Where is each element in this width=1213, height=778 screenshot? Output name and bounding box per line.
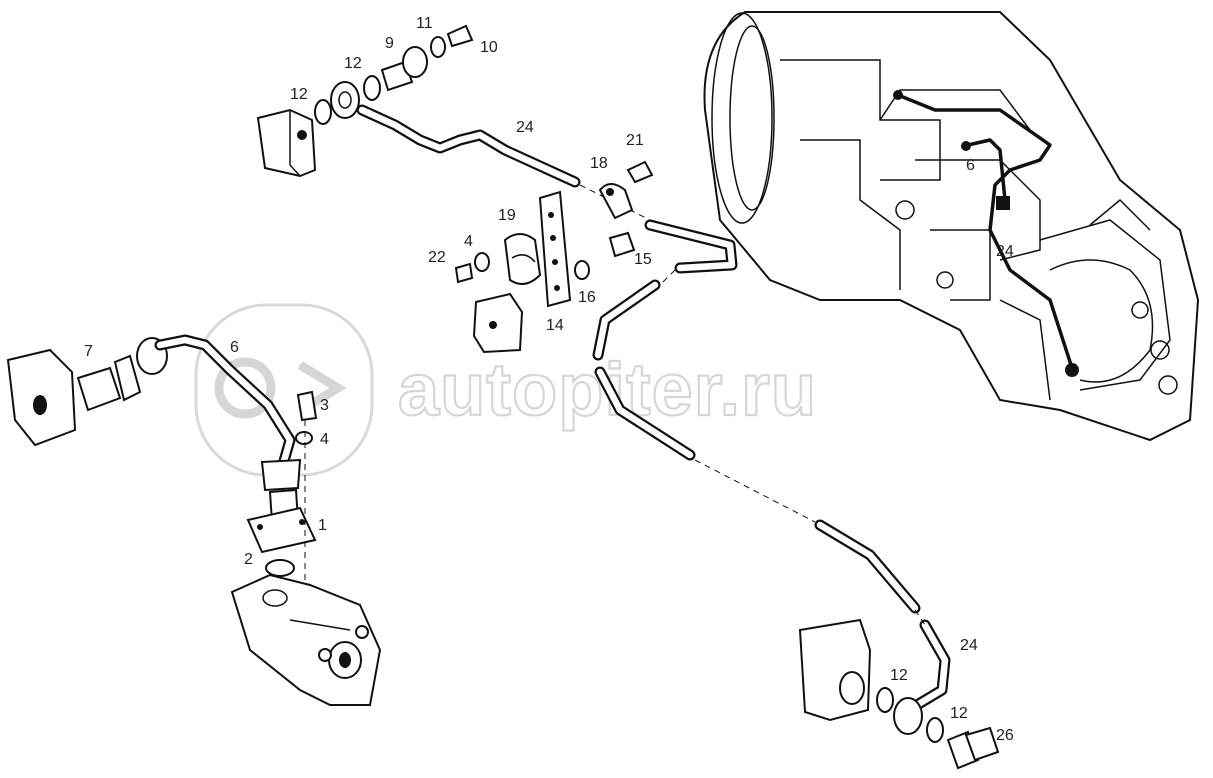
callout-12-lower-right: 12	[950, 705, 968, 722]
callout-6-right: 6	[966, 157, 975, 174]
callout-18: 18	[590, 155, 608, 172]
lower-right-mount-block	[798, 618, 872, 722]
callout-14: 14	[546, 317, 564, 334]
callout-16: 16	[578, 289, 596, 306]
upper-mount-block	[256, 108, 317, 178]
callout-2: 2	[244, 551, 253, 568]
lower-right-hardware	[876, 687, 1000, 770]
watermark-logo-icon	[214, 357, 276, 419]
pipe-6-left	[154, 334, 296, 474]
transmission-housing	[703, 11, 1200, 442]
callout-1: 1	[318, 517, 327, 534]
callout-3: 3	[320, 397, 329, 414]
callout-11: 11	[416, 15, 433, 32]
callout-22: 22	[428, 249, 446, 266]
callout-21: 21	[626, 132, 644, 149]
callout-7: 7	[84, 343, 93, 360]
callout-labels: 11 9 10 12 12 24 21 18 19 4 22 15 16 14 …	[84, 15, 1014, 744]
callout-4-center: 4	[464, 233, 473, 250]
upper-hardware	[314, 24, 474, 125]
center-mount-block	[472, 292, 524, 354]
callout-24-right: 24	[996, 243, 1014, 260]
pipe-24-upper	[356, 104, 581, 188]
callout-12-lower-left: 12	[890, 667, 908, 684]
callout-10: 10	[480, 39, 498, 56]
callout-12-upper-left: 12	[290, 86, 308, 103]
callout-9: 9	[385, 35, 394, 52]
callout-24-lower: 24	[960, 637, 978, 654]
left-mount-block	[6, 348, 77, 447]
left-flange-assembly	[246, 390, 318, 577]
callout-12-top: 12	[344, 55, 362, 72]
callout-15: 15	[634, 251, 652, 268]
transmission-wiring	[893, 90, 1079, 377]
callout-6-left: 6	[230, 339, 239, 356]
callout-26: 26	[996, 727, 1014, 744]
left-valve-housing	[230, 573, 382, 706]
center-bracket-assembly	[454, 160, 654, 308]
pipe-24-middle	[592, 219, 951, 714]
callout-24-upper: 24	[516, 119, 534, 136]
callout-19: 19	[498, 207, 516, 224]
callout-4-left: 4	[320, 431, 329, 448]
